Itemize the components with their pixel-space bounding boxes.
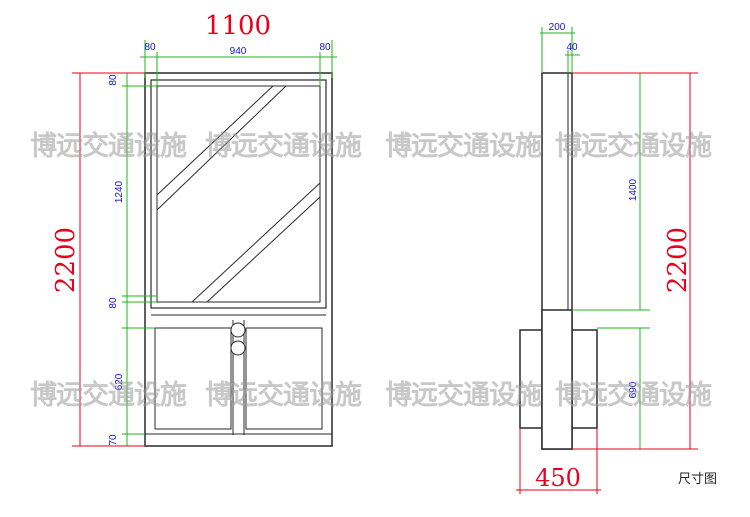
glass-reflection-line [156, 85, 274, 196]
front-total-width-label: 1100 [205, 11, 271, 41]
drawing-caption: 尺寸图 [678, 472, 717, 487]
watermark-text: 博远交通设施 [555, 379, 712, 411]
watermark-text: 博远交通设施 [30, 379, 187, 411]
front-total-height-label: 2200 [51, 227, 81, 293]
watermark-text: 博远交通设施 [205, 130, 362, 162]
front-outer-frame [144, 72, 333, 447]
front-top-frame-label: 80 [108, 74, 119, 86]
watermark-text: 博远交通设施 [205, 379, 362, 411]
glass-reflection-line [156, 85, 287, 211]
front-cabinet-height-label: 620 [114, 373, 125, 390]
lock-knob [230, 322, 246, 338]
cabinet-door-left [154, 327, 232, 430]
front-dimensions [122, 40, 337, 446]
cabinet-door-right [245, 327, 323, 430]
side-total-height-label: 2200 [663, 227, 693, 293]
watermark-text: 博远交通设施 [385, 130, 542, 162]
side-top-width-label: 200 [549, 22, 566, 33]
front-left-margin-label: 80 [144, 42, 156, 53]
watermark-text: 博远交通设施 [30, 130, 187, 162]
front-panel-height-label: 1240 [114, 180, 125, 203]
lock-knob [230, 340, 246, 356]
glass-reflection-line [206, 196, 321, 303]
front-overall-height-line [72, 72, 145, 447]
front-base-height-label: 70 [108, 434, 119, 446]
front-panel-width-label: 940 [230, 46, 247, 57]
side-cabinet-height-label: 690 [628, 381, 639, 398]
front-light-box-glass [156, 85, 321, 303]
glass-reflection-line [191, 182, 321, 303]
side-top-offset-label: 40 [566, 42, 578, 53]
side-panel-height-label: 1400 [628, 178, 639, 201]
side-base-width-label: 450 [535, 464, 581, 492]
side-view [519, 72, 598, 450]
front-right-margin-label: 80 [319, 42, 331, 53]
watermark-text: 博远交通设施 [385, 379, 542, 411]
side-overall-lines [516, 72, 698, 494]
watermark-layer: 博远交通设施 博远交通设施 博远交通设施 博远交通设施 博远交通设施 博远交通设… [30, 130, 713, 411]
front-view [144, 72, 333, 447]
front-bottom-frame-label: 80 [108, 297, 119, 309]
front-light-box-outer [150, 79, 327, 309]
side-cabinet-inner [541, 309, 573, 450]
watermark-text: 博远交通设施 [555, 130, 712, 162]
